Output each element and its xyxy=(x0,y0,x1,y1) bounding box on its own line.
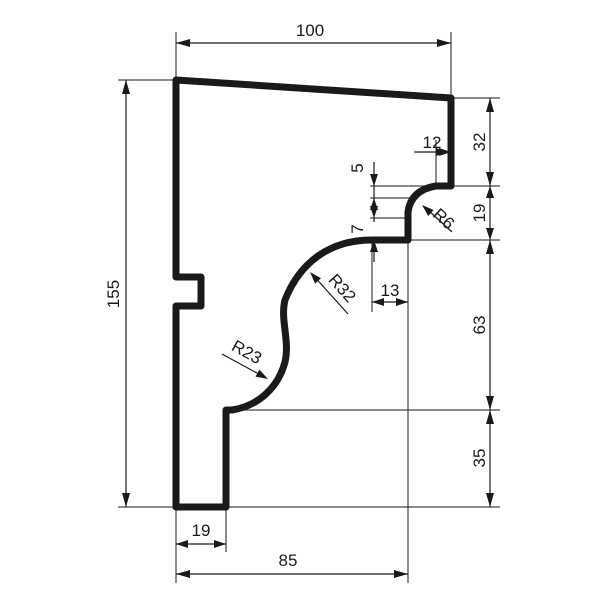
dim-small-step-label: 7 xyxy=(348,224,367,233)
dim-top-right-height-label: 32 xyxy=(470,133,489,152)
dim-step-width-label: 12 xyxy=(423,133,442,152)
dim-offset: 13 xyxy=(372,281,408,306)
radius-big-label: R32 xyxy=(325,270,360,306)
dim-base-width: 19 xyxy=(176,521,226,548)
dim-bottom-width-label: 85 xyxy=(279,551,298,570)
dim-mid-height: 63 xyxy=(470,240,494,410)
dim-top-width: 100 xyxy=(176,21,451,47)
dim-bottom-height-label: 35 xyxy=(470,449,489,468)
dim-base-width-label: 19 xyxy=(192,521,211,540)
dim-total-height: 155 xyxy=(104,80,130,507)
extension-lines xyxy=(118,32,500,583)
dim-bottom-height: 35 xyxy=(470,410,494,507)
dim-step-width: 12 xyxy=(414,133,451,156)
dim-mid-height-label: 63 xyxy=(470,316,489,335)
radius-big: R32 xyxy=(310,270,360,315)
radius-small-label: R6 xyxy=(429,205,458,234)
dim-step-height: 19 xyxy=(470,186,494,240)
dim-step-height-label: 19 xyxy=(470,204,489,223)
radius-lower-label: R23 xyxy=(228,336,264,368)
profile-outline xyxy=(172,76,455,511)
dim-small-gap-label: 5 xyxy=(348,163,367,172)
radius-lower: R23 xyxy=(221,336,268,379)
dim-small-step: 7 xyxy=(348,206,378,262)
dim-top-right-height: 32 xyxy=(470,98,494,186)
dim-total-height-label: 155 xyxy=(104,280,123,308)
dim-top-width-label: 100 xyxy=(296,21,324,40)
dim-offset-label: 13 xyxy=(381,281,400,300)
radius-small: R6 xyxy=(422,205,458,234)
dim-bottom-width: 85 xyxy=(176,551,408,578)
